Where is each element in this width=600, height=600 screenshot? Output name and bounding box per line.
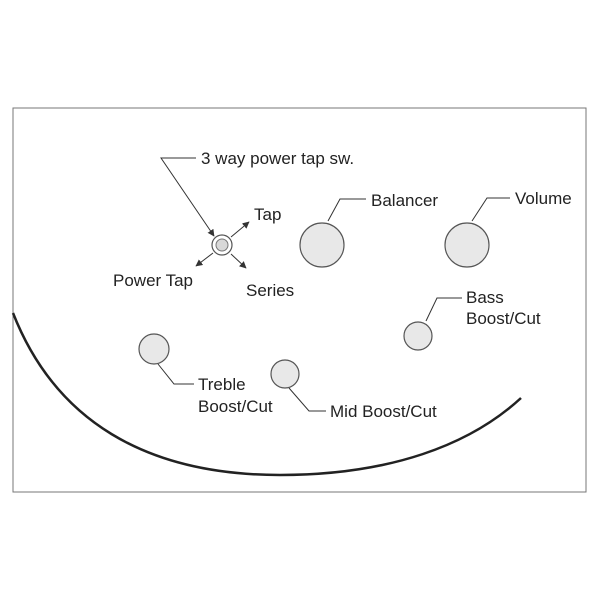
volume-knob: [444, 222, 490, 268]
body-curve: [11, 312, 522, 477]
treble-knob: [138, 333, 170, 365]
balancer-label: Balancer: [371, 191, 438, 210]
power-tap-switch: [211, 234, 233, 256]
series-arrow: [230, 253, 247, 269]
treble-label-line1: Treble: [198, 375, 246, 394]
power-tap-arrow: [195, 252, 214, 267]
power-tap-label: Power Tap: [113, 271, 193, 290]
switch-inner-circle: [215, 238, 229, 252]
switch-leader-line: [160, 157, 215, 237]
mid-label: Mid Boost/Cut: [330, 402, 437, 421]
treble-label-line2: Boost/Cut: [198, 397, 273, 416]
volume-leader-line: [471, 197, 510, 222]
bass-label-line1: Bass: [466, 288, 504, 307]
balancer-knob: [299, 222, 345, 268]
bass-leader-line: [425, 297, 462, 322]
volume-label: Volume: [515, 189, 572, 208]
panel-frame: [12, 107, 587, 493]
bass-label-line2: Boost/Cut: [466, 309, 541, 328]
tap-label: Tap: [254, 205, 281, 224]
power-tap-switch-label: 3 way power tap sw.: [201, 149, 354, 168]
treble-leader-line: [157, 363, 194, 385]
series-label: Series: [246, 281, 294, 300]
tap-arrow: [230, 221, 250, 238]
balancer-leader-line: [327, 198, 366, 222]
mid-leader-line: [288, 387, 326, 412]
bass-knob: [403, 321, 433, 351]
mid-knob: [270, 359, 300, 389]
